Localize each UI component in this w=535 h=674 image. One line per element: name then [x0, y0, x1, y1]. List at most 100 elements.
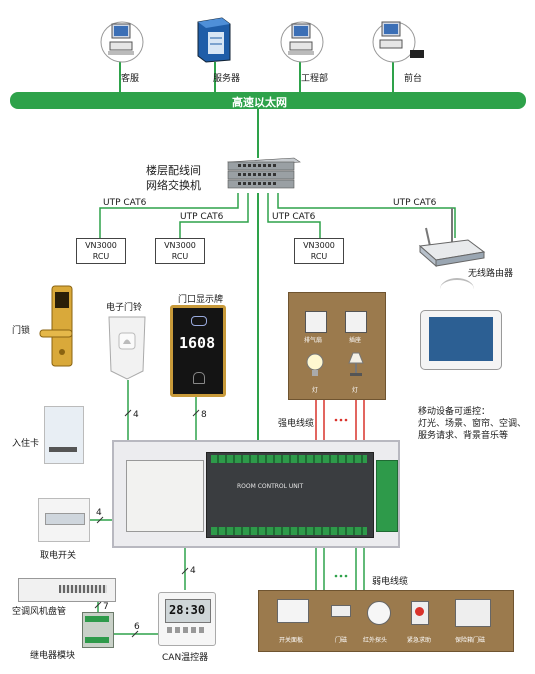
controller-text: ROOM CONTROL UNIT	[237, 483, 304, 490]
rcu-model: VN3000	[303, 241, 335, 250]
lamp-label: 灯	[352, 387, 359, 394]
bulb-icon	[306, 353, 324, 376]
din-module-left	[126, 460, 204, 532]
relay-module	[82, 612, 114, 648]
mobile-text-line2: 灯光、场景、窗帘、空调、	[418, 419, 527, 429]
wifi-waves-icon	[440, 278, 474, 300]
rcu-name: RCU	[92, 252, 110, 261]
door-lock-icon	[39, 285, 73, 367]
weak-device-label: 红外探头	[363, 637, 388, 644]
node-label: 客服	[121, 74, 140, 84]
weak-device-label: 紧急求助	[407, 637, 432, 644]
socket-outlet	[345, 311, 367, 333]
lamp-label: 灯	[312, 387, 319, 394]
thermostat: 28:30	[158, 592, 216, 646]
switch-icon	[227, 157, 301, 189]
panel-icon-label: 插座	[349, 337, 362, 344]
wireless-router	[418, 206, 488, 270]
din-module-right	[376, 460, 398, 532]
bell-icon	[193, 372, 205, 384]
mobile-text-line1: 移动设备可遥控：	[418, 407, 491, 417]
computer-icon	[280, 21, 324, 63]
router-icon	[418, 208, 486, 268]
ir-sensor-icon	[367, 601, 391, 625]
fan-coil-label: 空调风机盘管	[12, 607, 67, 617]
panel-icon-label: 排气扇	[304, 337, 323, 344]
wire-count: 4	[96, 508, 102, 518]
terminal-strip-top	[211, 455, 367, 463]
card-slot	[49, 447, 77, 452]
fan-coil	[18, 578, 116, 602]
terminal-strip	[85, 637, 109, 643]
cable-label: UTP CAT6	[272, 212, 316, 222]
weak-device-label: 门磁	[335, 637, 348, 644]
door-sign: 1608	[170, 305, 226, 397]
ethernet-label: 高速以太网	[232, 96, 287, 109]
wire-count: 8	[201, 410, 207, 420]
red-button	[415, 607, 424, 616]
rcu-box: VN3000 RCU	[294, 238, 344, 264]
network-switch	[224, 156, 302, 194]
router-label: 无线路由器	[468, 269, 514, 279]
switch-label-line1: 楼层配线间	[146, 164, 201, 177]
switch-label-line2: 网络交换机	[146, 179, 201, 192]
node-label: 服务器	[213, 74, 241, 84]
power-switch	[38, 498, 90, 542]
thermostat-buttons	[167, 627, 207, 633]
card-label: 入住卡	[12, 439, 40, 449]
rcu-box: VN3000 RCU	[155, 238, 205, 264]
cable-label: UTP CAT6	[393, 198, 437, 208]
node-engineering	[278, 16, 326, 64]
weak-device-label: 开关面板	[279, 637, 304, 644]
switch-panel-icon	[277, 599, 309, 623]
node-front-desk	[370, 14, 426, 64]
mobile-text-line3: 服务请求、背景音乐等	[418, 431, 509, 441]
rcu-name: RCU	[171, 252, 189, 261]
wire-count: 6	[134, 622, 140, 632]
door-lock	[38, 282, 88, 372]
node-label: 前台	[404, 74, 423, 84]
tablet	[420, 310, 502, 370]
strong-cable-label: 强电线缆	[278, 419, 315, 429]
controller-frame: ROOM CONTROL UNIT	[112, 440, 400, 548]
room-card	[44, 406, 84, 464]
emergency-button-icon	[411, 601, 429, 625]
door-lock-label: 门锁	[12, 326, 31, 336]
computer-icon	[372, 21, 424, 63]
strong-power-panel: 排气扇 插座 灯 灯	[288, 292, 386, 400]
weak-cable-label: 弱电线缆	[372, 577, 409, 587]
tablet-screen	[429, 317, 493, 361]
wire-count: 4	[190, 566, 196, 576]
node-server	[192, 16, 236, 64]
doorbell-label: 电子门铃	[106, 303, 143, 313]
door-contact-icon	[331, 605, 351, 617]
lamp-icon	[348, 352, 364, 376]
doorbell	[107, 313, 147, 381]
wire-count: 7	[103, 602, 109, 612]
thermostat-display: 28:30	[165, 599, 211, 623]
cable-label: UTP CAT6	[103, 198, 147, 208]
rcu-model: VN3000	[85, 241, 117, 250]
rcu-model: VN3000	[164, 241, 196, 250]
vent-grille-icon	[59, 585, 107, 593]
power-switch-label: 取电开关	[40, 551, 77, 561]
thermostat-label: CAN温控器	[162, 653, 209, 663]
rcu-name: RCU	[310, 252, 328, 261]
terminal-strip	[85, 616, 109, 622]
controller-main: ROOM CONTROL UNIT	[206, 452, 374, 538]
door-sign-number: 1608	[179, 334, 216, 352]
safe-icon	[455, 599, 491, 627]
node-customer-service	[98, 16, 146, 64]
card-slot-icon	[45, 513, 85, 525]
computer-icon	[100, 21, 144, 63]
rcu-box: VN3000 RCU	[76, 238, 126, 264]
weak-power-panel: 开关面板 门磁 红外探头 紧急求助 保险箱门磁	[258, 590, 514, 652]
door-sign-label: 门口显示牌	[178, 295, 224, 305]
relay-label: 继电器模块	[30, 651, 76, 661]
door-sign-logo	[191, 316, 207, 326]
terminal-strip-bottom	[211, 527, 367, 535]
exhaust-fan-switch	[305, 311, 327, 333]
cable-label: UTP CAT6	[180, 212, 224, 222]
thermostat-reading: 28:30	[169, 603, 206, 617]
weak-device-label: 保险箱门磁	[455, 637, 486, 644]
